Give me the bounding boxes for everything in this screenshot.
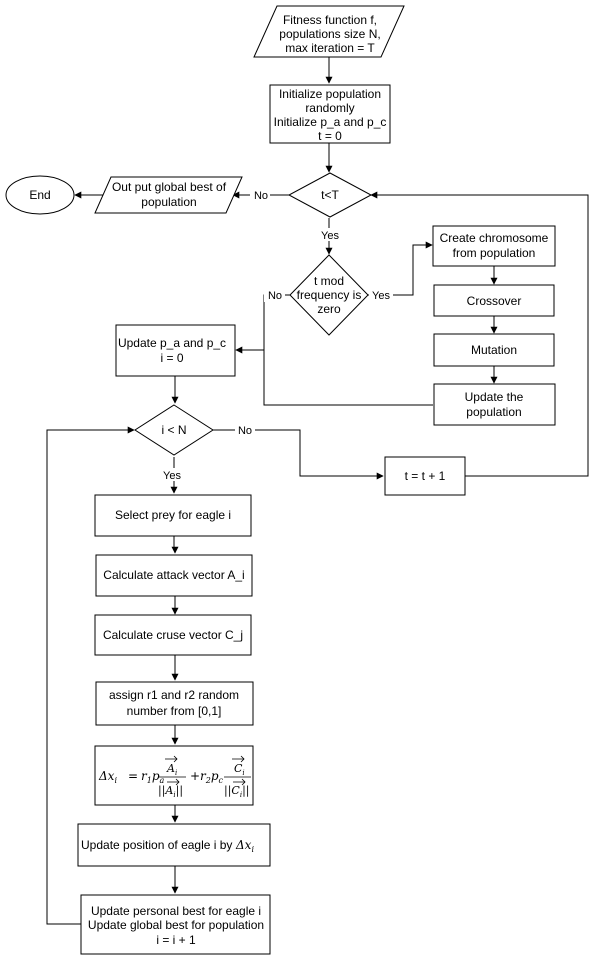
vector-arrow-c-num bbox=[232, 755, 245, 763]
calc-attack-node: Calculate attack vector A_i bbox=[95, 554, 253, 597]
vector-arrow-c-den bbox=[233, 778, 246, 786]
label-no-cond-i: No bbox=[238, 425, 252, 437]
t-inc-label: t = t + 1 bbox=[405, 469, 446, 483]
update-pa-pc-line-1: Update p_a and p_c bbox=[118, 336, 226, 350]
edge-labels: No Yes Yes No No Yes bbox=[160, 188, 393, 482]
output-line-2: population bbox=[141, 195, 196, 209]
crossover-label: Crossover bbox=[467, 294, 522, 308]
update-position-symbol: Δxi bbox=[235, 838, 254, 854]
input-line-1: Fitness function f, bbox=[283, 13, 377, 27]
formula-plus: + bbox=[190, 769, 200, 783]
formula-term-r2pc: r2pc bbox=[200, 769, 224, 785]
edge-cond-mod-create bbox=[368, 241, 433, 296]
edge-t-inc-cond-t bbox=[370, 191, 589, 477]
edge-update-pop-merge bbox=[263, 350, 433, 406]
assign-r-node: assign r1 and r2 random number from [0,1… bbox=[95, 681, 254, 726]
update-position-node: Update position of eagle i by Δxi bbox=[77, 823, 271, 867]
cond-t-label: t<T bbox=[321, 188, 339, 202]
select-prey-node: Select prey for eagle i bbox=[94, 494, 252, 537]
output-node: Out put global best of population bbox=[94, 176, 243, 214]
input-node: Fitness function f, populations size N, … bbox=[253, 5, 405, 58]
crossover-node: Crossover bbox=[433, 284, 555, 317]
cond-mod-node: t mod frequency is zero bbox=[289, 254, 369, 336]
formula-frac2-den: ||Ci|| bbox=[224, 784, 250, 799]
update-best-line-3: i = i + 1 bbox=[156, 933, 196, 947]
formula-frac2-num: Ci bbox=[234, 762, 245, 777]
cond-mod-line-1: t mod bbox=[314, 274, 344, 288]
assign-r-line-2: number from [0,1] bbox=[127, 704, 222, 718]
cond-i-node: i < N bbox=[134, 404, 214, 456]
create-chromosome-line-1: Create chromosome bbox=[440, 231, 549, 245]
update-population-line-2: population bbox=[466, 405, 521, 419]
label-yes-cond-mod: Yes bbox=[372, 290, 390, 302]
select-prey-label: Select prey for eagle i bbox=[115, 508, 231, 522]
update-position-label: Update position of eagle i by bbox=[81, 838, 232, 852]
edge-select-attack bbox=[171, 536, 179, 554]
calc-attack-label: Calculate attack vector A_i bbox=[103, 568, 244, 582]
init-node: Initialize population randomly Initializ… bbox=[269, 84, 391, 144]
update-best-node: Update personal best for eagle i Update … bbox=[80, 894, 271, 955]
mutation-label: Mutation bbox=[471, 343, 517, 357]
create-chromosome-node: Create chromosome from population bbox=[432, 225, 556, 267]
t-inc-node: t = t + 1 bbox=[384, 456, 466, 496]
assign-r-line-1: assign r1 and r2 random bbox=[109, 688, 239, 702]
init-line-4: t = 0 bbox=[318, 129, 342, 143]
label-no-cond-mod: No bbox=[268, 290, 282, 302]
calc-cruise-node: Calculate cruse vector C_j bbox=[94, 614, 252, 656]
label-no-cond-t: No bbox=[254, 190, 268, 202]
cond-mod-line-3: zero bbox=[317, 302, 341, 316]
create-chromosome-line-2: from population bbox=[453, 246, 536, 260]
input-line-2: populations size N, bbox=[279, 27, 380, 41]
edge-cond-mod-update-pa bbox=[235, 294, 290, 354]
init-line-3: Initialize p_a and p_c bbox=[274, 115, 387, 129]
init-line-2: randomly bbox=[305, 101, 354, 115]
end-node: End bbox=[5, 175, 75, 215]
update-best-line-1: Update personal best for eagle i bbox=[91, 904, 261, 918]
input-line-3: max iteration = T bbox=[285, 41, 375, 55]
label-yes-cond-t: Yes bbox=[321, 230, 339, 242]
edge-cond-i-t-inc bbox=[213, 429, 384, 480]
update-pa-pc-line-2: i = 0 bbox=[160, 351, 183, 365]
end-label: End bbox=[29, 188, 50, 202]
label-yes-cond-i: Yes bbox=[163, 470, 181, 482]
mutation-node: Mutation bbox=[433, 333, 555, 367]
formula-frac1-den: ||Ai|| bbox=[158, 784, 183, 799]
update-population-line-1: Update the bbox=[465, 390, 524, 404]
vector-arrow-a-den bbox=[167, 778, 180, 786]
edge-update-best-cond-i bbox=[46, 426, 135, 925]
output-line-1: Out put global best of bbox=[112, 180, 227, 194]
update-best-line-2: Update global best for population bbox=[88, 918, 264, 932]
formula-eq: = bbox=[128, 769, 138, 783]
formula-lhs: Δxi bbox=[98, 769, 117, 785]
calc-cruise-label: Calculate cruse vector C_j bbox=[103, 628, 243, 642]
cond-i-label: i < N bbox=[161, 423, 186, 437]
cond-mod-line-2: frequency is bbox=[297, 288, 362, 302]
cond-t-node: t<T bbox=[287, 172, 373, 218]
update-population-node: Update the population bbox=[433, 383, 556, 426]
formula-frac1-num: Ai bbox=[166, 762, 177, 777]
formula-term-r1pa: r1pa bbox=[141, 769, 165, 785]
formula-node: Δxi = r1pa Ai ||Ai|| + r2pc Ci ||Ci|| bbox=[94, 745, 254, 806]
init-line-1: Initialize population bbox=[279, 87, 381, 101]
update-pa-pc-node: Update p_a and p_c i = 0 bbox=[115, 324, 236, 377]
vector-arrow-a-num bbox=[165, 755, 178, 763]
